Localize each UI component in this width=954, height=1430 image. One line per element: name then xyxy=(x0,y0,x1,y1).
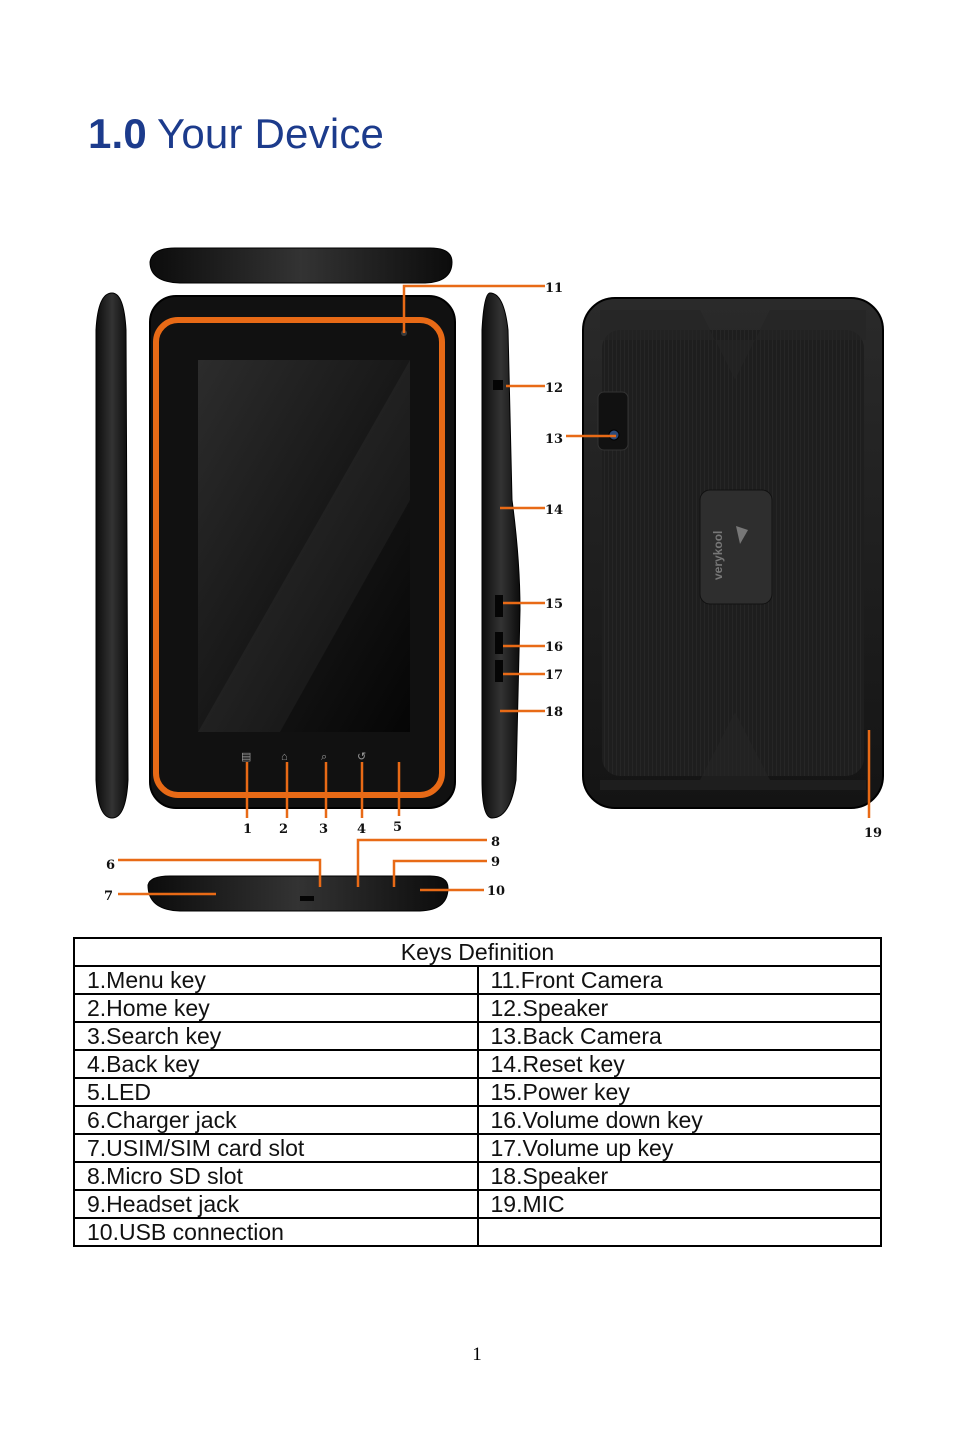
callout-16: 16 xyxy=(545,640,563,655)
callout-8: 8 xyxy=(491,835,500,850)
device-front: ▤ ⌂ ⌕ ↺ xyxy=(149,295,456,809)
device-back: verykool xyxy=(582,297,884,809)
device-right-side xyxy=(481,292,521,819)
brand-logo: verykool xyxy=(711,531,725,580)
callout-2: 2 xyxy=(279,822,288,837)
screen xyxy=(198,360,410,732)
device-top-edge xyxy=(149,247,453,284)
home-key-icon: ⌂ xyxy=(281,751,288,763)
section-title: Your Device xyxy=(157,110,385,157)
orange-trim xyxy=(153,317,445,798)
callout-12: 12 xyxy=(545,381,563,396)
search-key-icon: ⌕ xyxy=(321,751,327,763)
table-cell: 9.Headset jack xyxy=(73,1189,479,1219)
table-cell: 2.Home key xyxy=(73,993,479,1023)
leader-lines xyxy=(118,284,871,896)
table-cell: 8.Micro SD slot xyxy=(73,1161,479,1191)
table-cell: 6.Charger jack xyxy=(73,1105,479,1135)
callout-6: 6 xyxy=(106,858,115,873)
table-cell: 11.Front Camera xyxy=(476,965,882,995)
table-cell: 3.Search key xyxy=(73,1021,479,1051)
table-cell: 4.Back key xyxy=(73,1049,479,1079)
table-cell: 10.USB connection xyxy=(73,1217,479,1247)
table-cell: 5.LED xyxy=(73,1077,479,1107)
callout-5: 5 xyxy=(393,820,402,835)
table-cell: 15.Power key xyxy=(476,1077,882,1107)
table-cell: 17.Volume up key xyxy=(476,1133,882,1163)
table-cell: 18.Speaker xyxy=(476,1161,882,1191)
table-cell: 13.Back Camera xyxy=(476,1021,882,1051)
back-camera-module xyxy=(597,391,629,451)
table-cell xyxy=(476,1217,882,1247)
device-diagram: ▤ ⌂ ⌕ ↺ verykool xyxy=(95,247,884,912)
table-cell: 12.Speaker xyxy=(476,993,882,1023)
brand-mark-icon xyxy=(736,526,748,544)
device-left-side xyxy=(95,292,129,819)
callout-7: 7 xyxy=(104,889,113,904)
callout-14: 14 xyxy=(545,503,563,518)
table-cell: 19.MIC xyxy=(476,1189,882,1219)
table-cell: 14.Reset key xyxy=(476,1049,882,1079)
callout-18: 18 xyxy=(545,705,563,720)
table-cell: 7.USIM/SIM card slot xyxy=(73,1133,479,1163)
section-number: 1.0 xyxy=(88,110,147,157)
table-cell: 16.Volume down key xyxy=(476,1105,882,1135)
callout-13: 13 xyxy=(545,432,563,447)
callout-9: 9 xyxy=(491,855,500,870)
table-cell: 1.Menu key xyxy=(73,965,479,995)
table-caption-row: Keys Definition xyxy=(73,937,882,967)
callout-17: 17 xyxy=(545,668,563,683)
menu-key-icon: ▤ xyxy=(241,751,251,763)
callout-11: 11 xyxy=(545,281,563,296)
callout-3: 3 xyxy=(319,822,328,837)
callout-1: 1 xyxy=(243,822,252,837)
callout-4: 4 xyxy=(357,822,366,837)
back-key-icon: ↺ xyxy=(357,751,366,763)
callout-10: 10 xyxy=(487,884,505,899)
page-number: 1 xyxy=(472,1344,482,1365)
battery-cover-badge xyxy=(699,489,773,605)
table-caption: Keys Definition xyxy=(73,937,882,967)
table-row: 10.USB connection xyxy=(73,1217,882,1247)
callout-15: 15 xyxy=(545,597,563,612)
callout-19: 19 xyxy=(864,826,882,841)
device-bottom-edge xyxy=(147,875,449,912)
